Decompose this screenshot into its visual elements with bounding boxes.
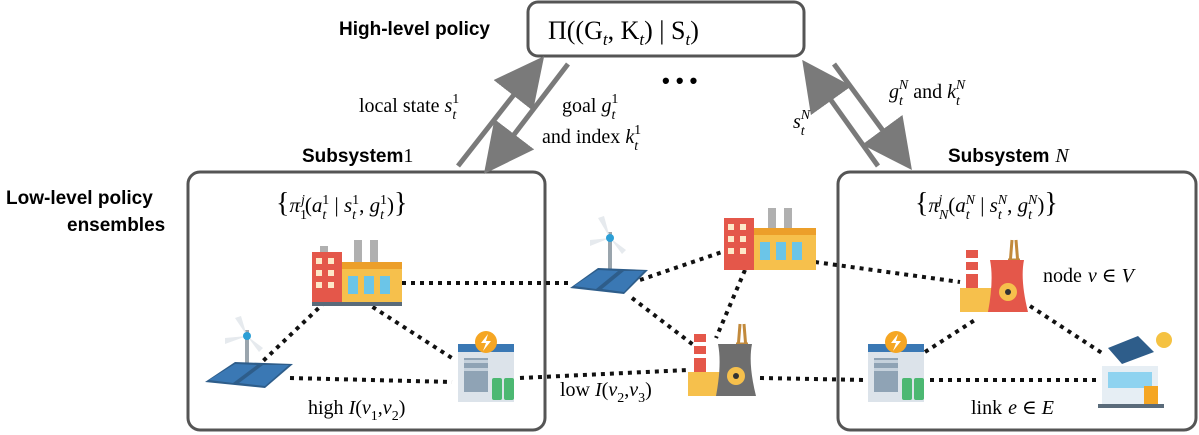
local-state-label: local state st1 xyxy=(359,92,459,123)
link xyxy=(814,260,961,284)
low-level-label-line2: ensembles xyxy=(67,215,165,236)
arrow-gN-kN xyxy=(831,62,912,171)
goal-label: goal gt1 xyxy=(562,92,618,123)
subsystem-1-box xyxy=(186,170,547,432)
factory-icon xyxy=(312,240,402,306)
nuclear-plant-icon xyxy=(960,239,1028,312)
gN-kN-label: gtN and ktN xyxy=(889,78,966,109)
sN-label: stN xyxy=(793,108,811,139)
link xyxy=(260,300,327,364)
link xyxy=(289,376,453,384)
wind-solar-icon xyxy=(570,216,648,294)
battery-station-icon xyxy=(458,331,514,402)
subsystem-1-title: Subsystem1 xyxy=(302,145,413,167)
wind-solar-icon xyxy=(205,316,293,388)
link xyxy=(630,296,702,352)
arrow-sN xyxy=(802,59,881,168)
subsystem-N-policy: {πNj(atN | stN, gtN)} xyxy=(915,188,1058,223)
link xyxy=(759,376,867,382)
subsystem-N-box xyxy=(836,170,1198,432)
arrow-goal-index xyxy=(483,62,570,174)
link xyxy=(639,250,723,282)
link xyxy=(923,316,980,354)
high-level-formula: Π((Gt, Kt) | St) xyxy=(548,16,699,49)
battery-station-icon xyxy=(868,331,924,402)
factory-icon xyxy=(724,208,816,270)
high-interaction-label: high I(v1,v2) xyxy=(308,397,405,424)
link xyxy=(1028,304,1107,357)
and-index-label: and index kt1 xyxy=(542,123,641,154)
high-level-policy-box xyxy=(526,0,806,58)
subsystem-1-policy: {π1j(at1 | st1, gt1)} xyxy=(276,188,407,223)
link xyxy=(519,368,689,380)
link xyxy=(363,300,457,362)
nuclear-plant-icon xyxy=(688,323,756,396)
high-level-policy-label: High-level policy xyxy=(339,19,490,40)
arrow-local-state xyxy=(456,56,545,168)
solar-house-icon xyxy=(1098,332,1172,408)
ellipsis: • • • xyxy=(662,68,697,93)
low-level-label-line1: Low-level policy xyxy=(6,188,153,209)
link xyxy=(714,269,747,339)
low-interaction-label: low I(v2,v3) xyxy=(560,379,652,406)
network-links xyxy=(260,250,1107,384)
